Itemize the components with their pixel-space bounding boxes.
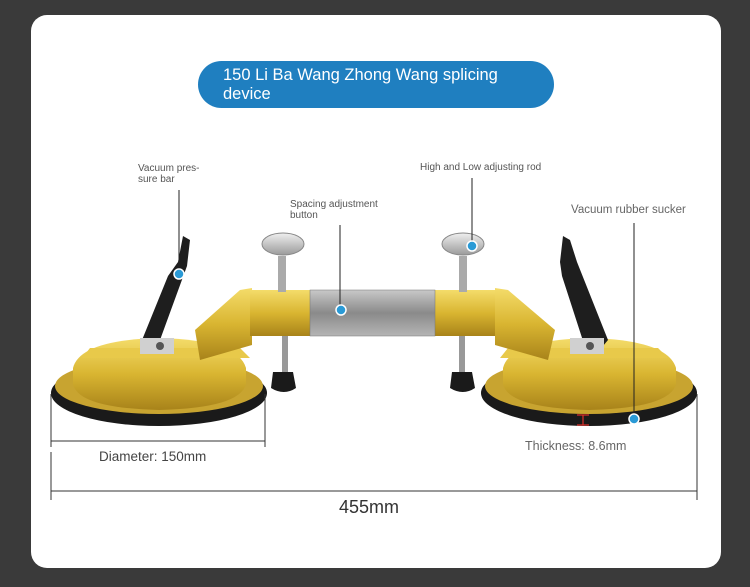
diameter-label: Diameter: 150mm (99, 449, 207, 464)
title-banner: 150 Li Ba Wang Zhong Wang splicing devic… (198, 61, 554, 108)
thickness-marker (577, 414, 589, 426)
pressure-bar-label: Vacuum pres- sure bar (138, 163, 200, 185)
rubber-sucker-label: Vacuum rubber sucker (571, 204, 686, 216)
left-adjusting-rod (261, 232, 305, 392)
adjusting-rod-label: High and Low adjusting rod (420, 162, 542, 173)
left-pressure-lever (140, 236, 190, 354)
right-suction-cup (481, 288, 697, 426)
thickness-label: Thickness: 8.6mm (525, 439, 627, 453)
callout-dots (173, 240, 640, 425)
diameter-dimension-line (50, 394, 266, 447)
right-pressure-lever (560, 236, 608, 354)
callout-lines (178, 178, 635, 418)
left-suction-cup (51, 288, 267, 426)
total-length-label: 455mm (339, 497, 400, 517)
spacing-button-label: Spacing adjustment button (290, 199, 378, 221)
connecting-bar (250, 289, 495, 337)
total-length-dimension-line (50, 394, 698, 500)
